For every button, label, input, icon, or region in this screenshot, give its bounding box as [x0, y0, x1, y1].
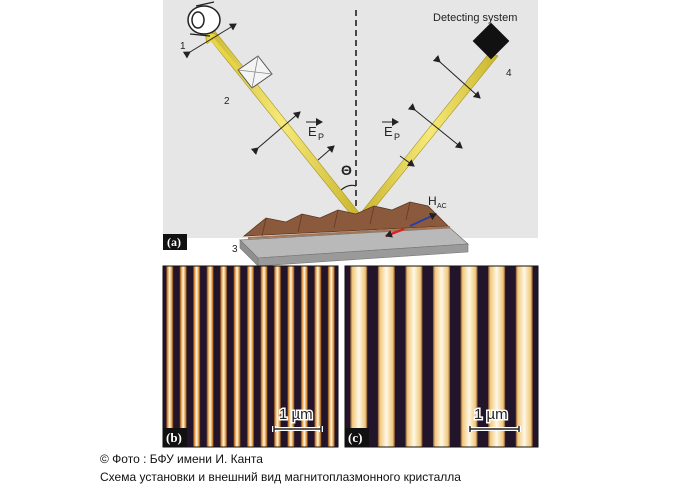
right-field-vector — [399, 155, 415, 167]
panel-c-stripes — [350, 266, 533, 447]
left-field-label-sub: P — [318, 132, 324, 142]
right-field-label: E — [384, 124, 393, 139]
left-field-label: E — [308, 124, 317, 139]
panel-c-frame — [344, 265, 539, 448]
right-polarization-arrow-2 — [407, 103, 463, 149]
right-polarization-arrow-1 — [432, 55, 481, 99]
stripe — [327, 266, 335, 447]
panel-a-label: (a) — [167, 235, 181, 249]
panel-b-label-box — [163, 428, 187, 447]
stripe — [515, 266, 533, 447]
stripe — [246, 266, 255, 447]
component-number-1: 1 — [180, 41, 186, 52]
panel-b-scale-bar — [272, 426, 323, 432]
photo-credit: © Фото : БФУ имени И. Канта — [100, 452, 263, 466]
component-number-4: 4 — [506, 68, 512, 79]
stripe — [405, 266, 423, 447]
panel-b-scale-label: 1 µm — [279, 406, 313, 423]
stripe — [233, 266, 241, 447]
magnetoplasmonic-crystal — [239, 201, 469, 267]
panel-b-label: (b) — [166, 430, 182, 445]
stripe — [206, 266, 214, 447]
figure-caption: Схема установки и внешний вид магнитопла… — [100, 470, 461, 484]
panel-c-scale-bar — [468, 426, 521, 432]
panel-a: Θ Detecting system 4 1 2 E P — [163, 0, 538, 267]
stripe — [460, 266, 478, 447]
detector — [472, 22, 510, 60]
stripe — [314, 266, 322, 447]
polarizer-1-arrow — [182, 23, 237, 59]
magnetic-field-sub: AC — [437, 203, 447, 210]
panel-c: 1 µm (c) — [344, 265, 539, 448]
panel-b-stripes — [166, 266, 335, 447]
magnetic-field-label: H — [428, 194, 437, 208]
stripe — [432, 266, 451, 447]
panel-b-frame — [162, 265, 339, 448]
stripe — [300, 266, 309, 447]
detector-title: Detecting system — [433, 12, 517, 24]
stripe — [350, 266, 368, 447]
stripe — [192, 266, 201, 447]
left-polarization-arrow-1 — [250, 111, 301, 155]
panel-c-label: (c) — [348, 430, 362, 445]
component-number-3: 3 — [232, 244, 238, 255]
magnetic-field-arrow-red — [385, 227, 405, 238]
stripe — [273, 266, 282, 447]
left-field-vector — [317, 145, 335, 161]
panel-c-scale-label: 1 µm — [474, 406, 508, 423]
right-field-label-sub: P — [394, 132, 400, 142]
stripe — [287, 266, 295, 447]
component-number-2: 2 — [224, 96, 230, 107]
magnetic-field-arrow-blue — [409, 212, 437, 227]
angle-label: Θ — [341, 162, 352, 178]
stripe — [488, 266, 506, 447]
panel-b: 1 µm (b) — [162, 265, 339, 448]
panel-a-label-box — [163, 234, 187, 250]
stripe — [260, 266, 268, 447]
stripe — [166, 266, 174, 447]
stripe — [179, 266, 187, 447]
stripe — [219, 266, 228, 447]
polarizer-prism — [237, 55, 273, 89]
panel-c-label-box — [345, 428, 369, 447]
stripe — [377, 266, 395, 447]
